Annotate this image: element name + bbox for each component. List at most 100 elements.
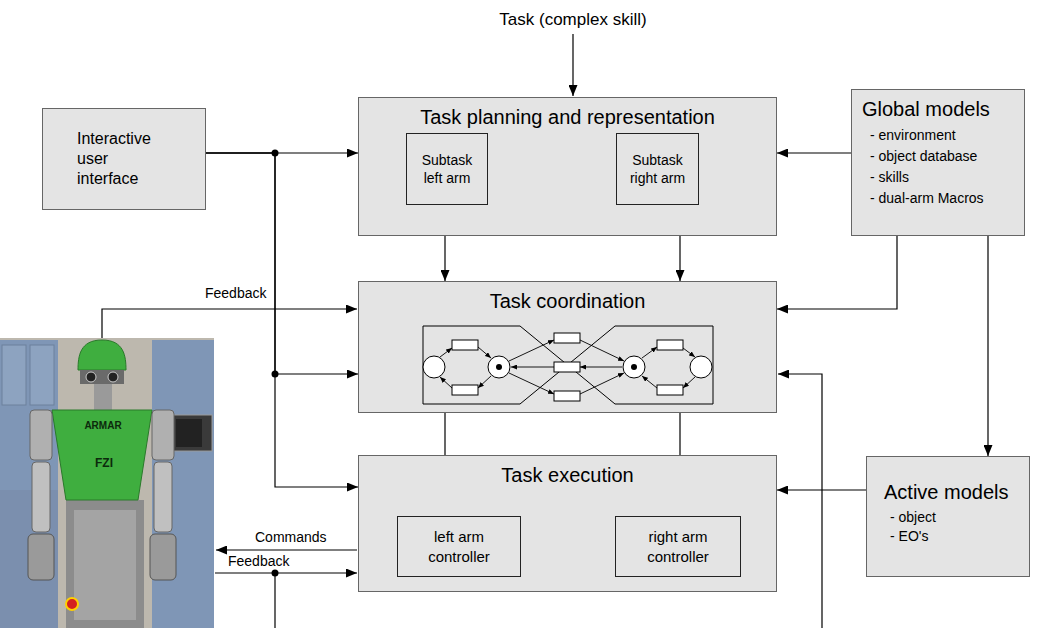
subtask-box: Subtask right arm	[616, 133, 699, 205]
petri-arc	[683, 377, 695, 388]
input-label: Task (complex skill)	[499, 10, 646, 30]
feedback-return-wire	[778, 374, 822, 628]
petri-arc	[683, 348, 695, 357]
petri-arc	[642, 376, 657, 388]
petri-arc	[642, 347, 657, 358]
robot-eye	[86, 372, 96, 382]
process-box: Task execution left arm controller right a…	[358, 455, 777, 592]
model-item: - object database	[862, 146, 1014, 167]
petri-outline	[423, 326, 713, 404]
petri-places	[423, 356, 712, 378]
robot-hand	[28, 534, 54, 580]
petri-place	[488, 356, 510, 378]
signal-label: Commands	[255, 529, 327, 545]
signal-label: Feedback	[228, 553, 289, 569]
robot-upper-arm	[152, 410, 174, 460]
petri-arcs	[440, 340, 695, 394]
feedback-branch	[274, 573, 275, 628]
connector-arrow	[206, 153, 358, 374]
petri-arc	[509, 373, 554, 394]
subtask-box: Subtask left arm	[406, 133, 488, 205]
emergency-button	[66, 598, 78, 610]
robot-lettering: FZI	[95, 456, 113, 470]
petri-transition	[554, 362, 580, 372]
petri-token	[631, 364, 637, 370]
model-item: - object	[884, 508, 1019, 527]
signal-label: Feedback	[205, 285, 266, 301]
model-item: - environment	[862, 125, 1014, 146]
robot-forearm	[32, 462, 50, 532]
petri-arc	[511, 367, 554, 368]
box-label: right arm controller	[633, 527, 723, 566]
model-box: Global models - environment- object datab…	[851, 89, 1025, 236]
cabinet-door	[2, 345, 26, 405]
robot-head	[78, 340, 126, 370]
petri-token	[496, 364, 502, 370]
connector-arrow	[777, 236, 897, 309]
petri-arc	[580, 373, 624, 394]
box-heading: Task planning and representation	[359, 98, 776, 129]
box-label: Subtask right arm	[623, 151, 693, 187]
box-label: Subtask left arm	[412, 151, 482, 187]
robot-lettering: ARMAR	[84, 420, 121, 431]
feedback-wire	[102, 309, 357, 338]
robot-hand	[150, 534, 176, 580]
feedback-wire	[215, 572, 357, 573]
controller-box: left arm controller	[397, 516, 521, 577]
command-wire	[216, 549, 357, 550]
petri-arc	[440, 348, 452, 357]
box-label: Interactive user interface	[77, 129, 165, 189]
robot-photo	[0, 338, 214, 628]
robot-eye	[108, 372, 118, 382]
robot-upper-arm	[30, 410, 52, 460]
box-heading: Task execution	[359, 456, 776, 487]
petri-transition	[657, 385, 683, 395]
robot-neck	[94, 384, 112, 412]
model-heading: Active models	[884, 481, 1019, 504]
robot-face	[80, 370, 124, 384]
petri-transition	[554, 391, 580, 401]
petri-transition	[452, 385, 478, 395]
robot-torso	[52, 410, 152, 500]
connector-arrow	[987, 236, 988, 456]
petri-place	[623, 356, 645, 378]
model-item: - skills	[862, 167, 1014, 188]
process-box: Task planning and representationSubtask …	[358, 97, 777, 236]
petri-arc	[580, 340, 624, 361]
model-box: Active models - object- EO's	[866, 456, 1030, 577]
robot-base-panel	[74, 510, 136, 620]
photo-background	[0, 338, 214, 628]
petri-arc	[580, 367, 622, 368]
junction-dot	[272, 570, 279, 577]
petri-transition	[657, 340, 683, 350]
microwave	[172, 415, 212, 451]
petri-place	[423, 356, 445, 378]
cabinet-door	[30, 345, 54, 405]
connector-arrow	[777, 489, 866, 490]
model-item: - dual-arm Macros	[862, 188, 1014, 209]
model-item: - EO's	[884, 527, 1019, 546]
microwave-window	[176, 419, 202, 447]
petri-transitions	[452, 333, 683, 401]
connector-arrow	[777, 152, 851, 153]
connector-arrow	[206, 153, 358, 487]
kitchen-cabinet	[152, 340, 214, 628]
process-box: Task coordination	[358, 281, 777, 413]
robot-forearm	[154, 462, 172, 532]
petri-transition	[554, 333, 580, 343]
box-label: left arm controller	[414, 527, 504, 566]
petri-arc	[509, 340, 554, 361]
petri-arc	[440, 377, 452, 388]
interface-box: Interactive user interface	[42, 108, 206, 210]
petri-arc	[478, 347, 491, 358]
box-heading: Task coordination	[359, 282, 776, 313]
petri-transition	[452, 340, 478, 350]
task-input-arrow	[572, 34, 573, 96]
model-heading: Global models	[862, 98, 1014, 121]
signal-wires	[102, 34, 822, 628]
petri-net-drawing	[423, 326, 713, 404]
robot-base	[66, 500, 144, 628]
controller-box: right arm controller	[615, 516, 741, 577]
